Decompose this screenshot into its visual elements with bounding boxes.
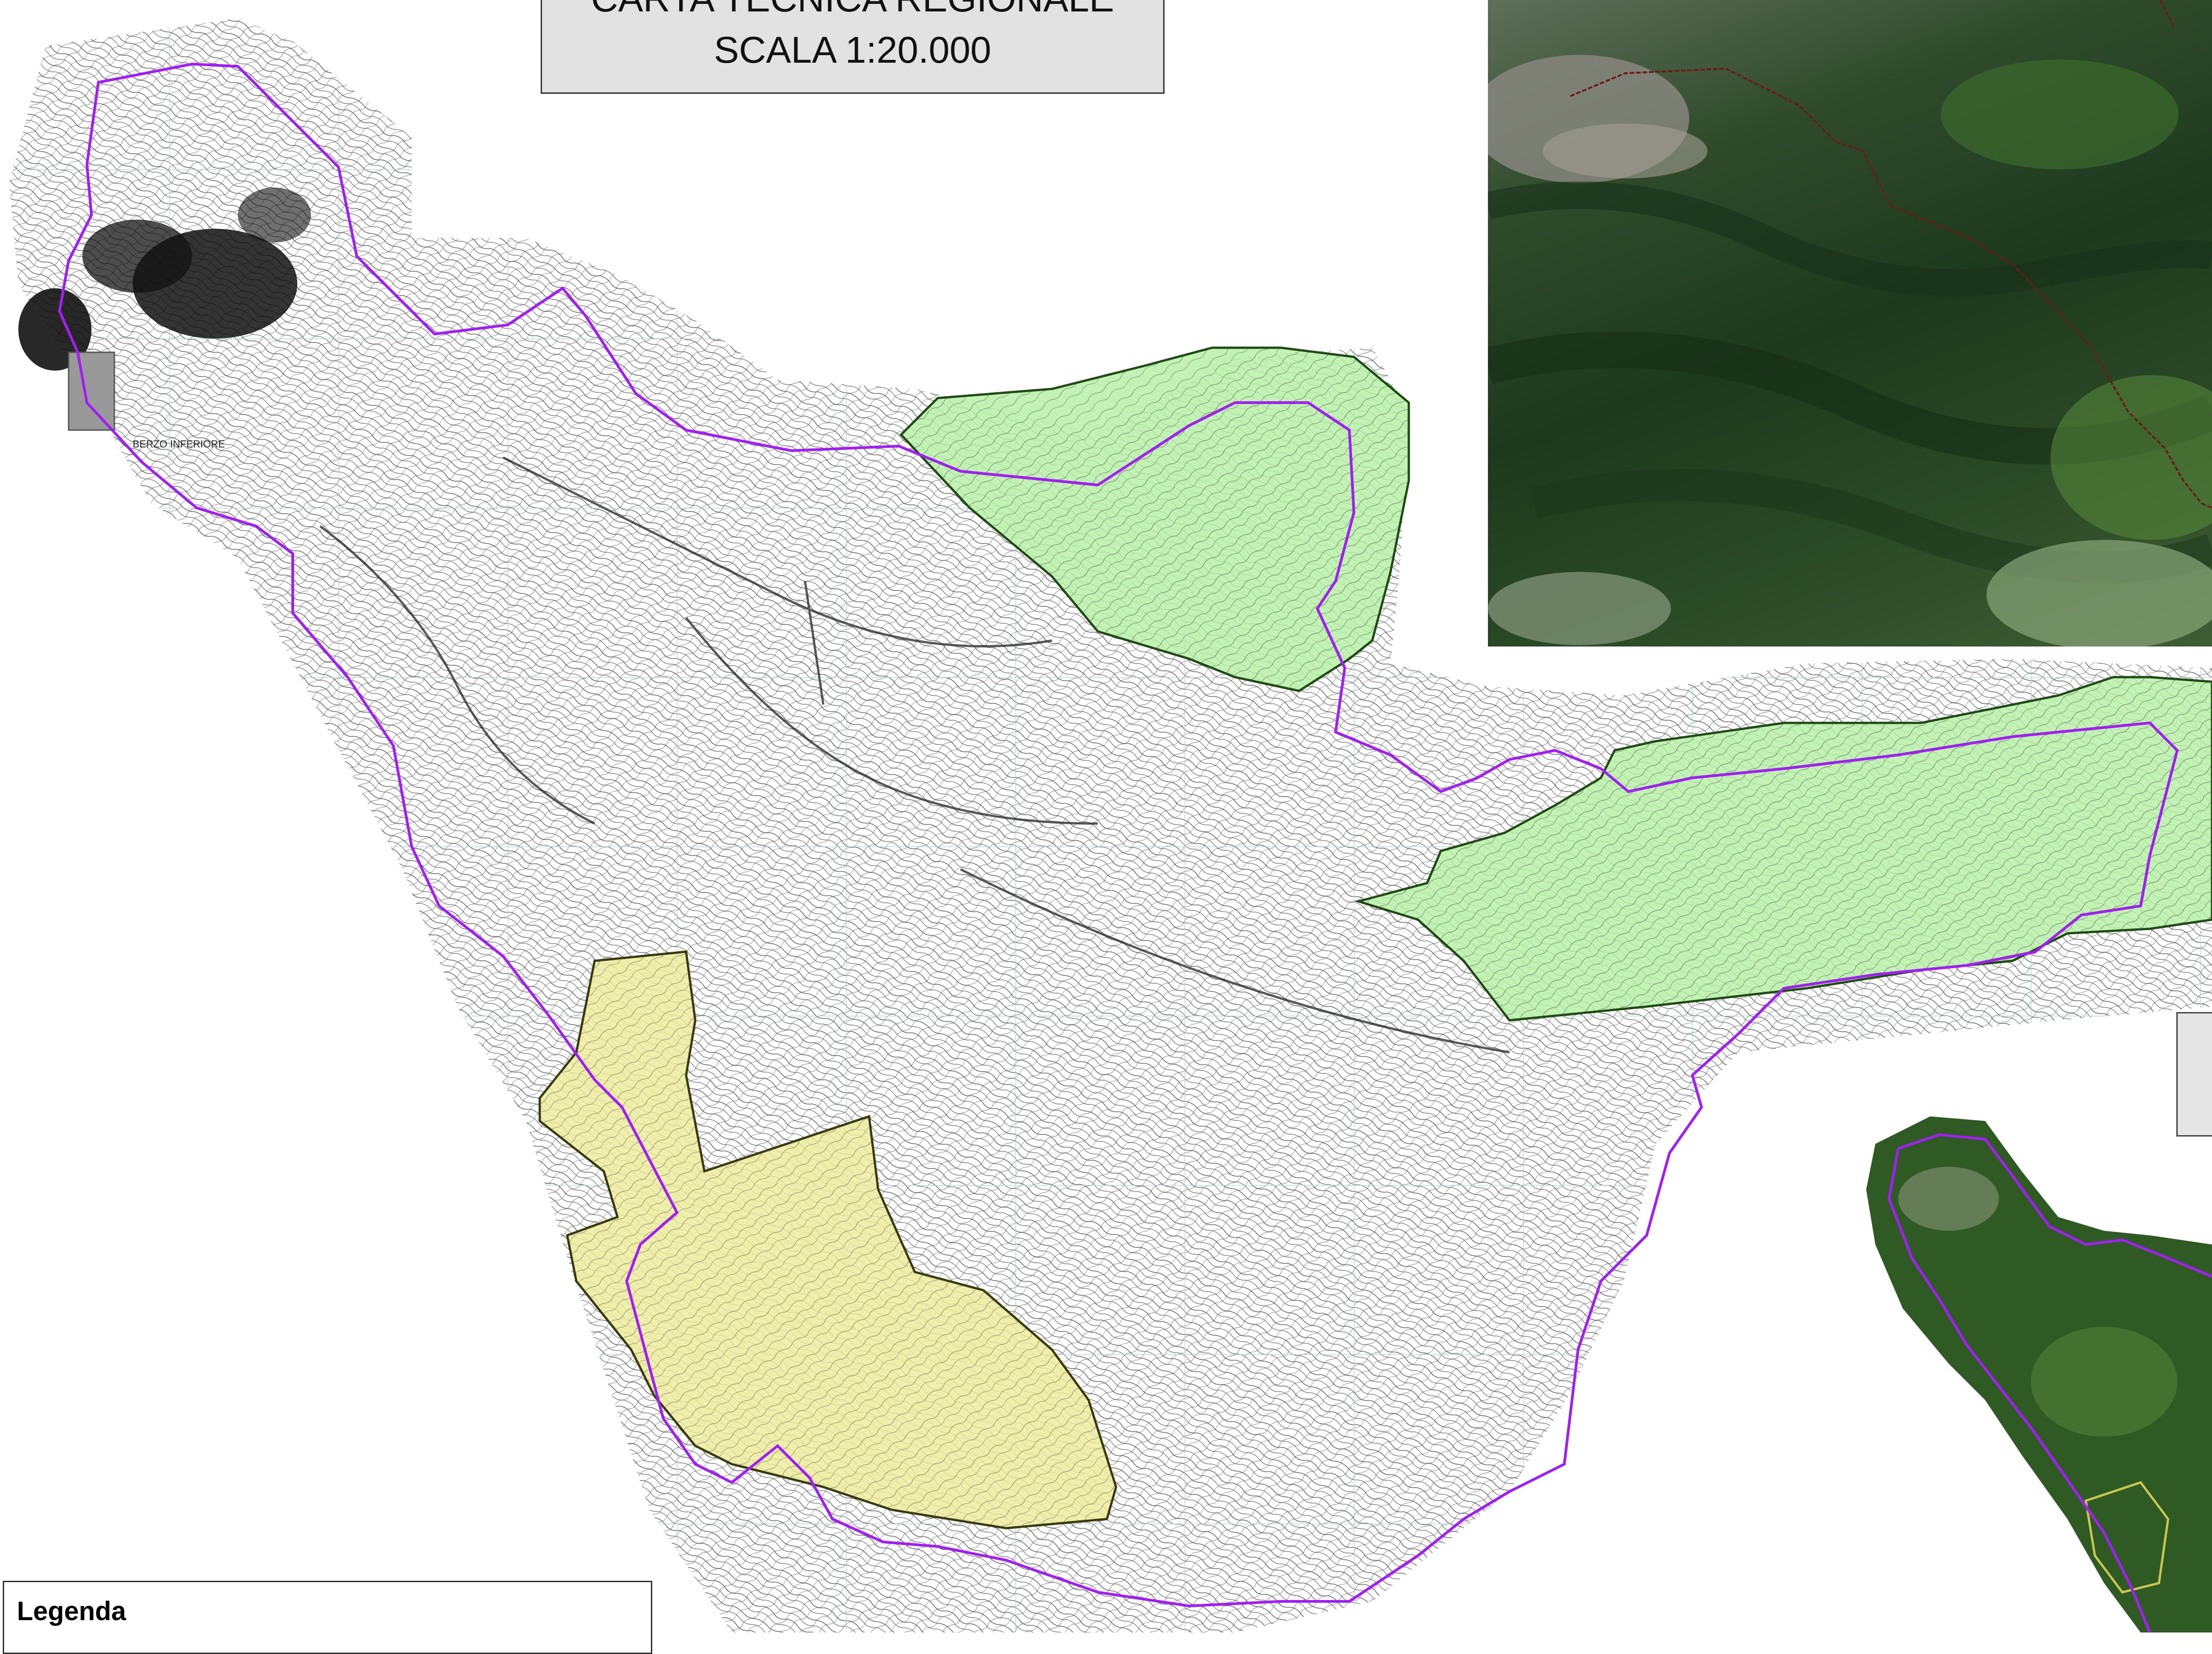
map-scale: SCALA 1:20.000 [714,29,992,71]
map-title-box: CARTA TECNICA REGIONALE SCALA 1:20.000 [541,0,1165,94]
legend-title: Legenda [17,1596,126,1626]
municipal-boundary [58,62,2179,1608]
thumbnail-yellow-zone [2084,1481,2169,1594]
aerial-boundary-line [1570,0,2212,509]
industrial-area [68,351,115,431]
town-built-up-area [18,188,311,371]
side-panel-box [2176,1012,2212,1137]
aerial-thumbnail-panel [1848,1107,2212,1632]
thumbnail-boundary-line [1887,1133,2212,1632]
legend-box: Legenda [3,1581,652,1654]
map-title: CARTA TECNICA REGIONALE [542,0,1163,22]
aerial-terrain [1488,55,2212,647]
stream-lines [319,456,1510,1054]
place-label-berzo-inferiore: BERZO INFERIORE [133,438,225,450]
aerial-photo-panel [1488,0,2212,647]
